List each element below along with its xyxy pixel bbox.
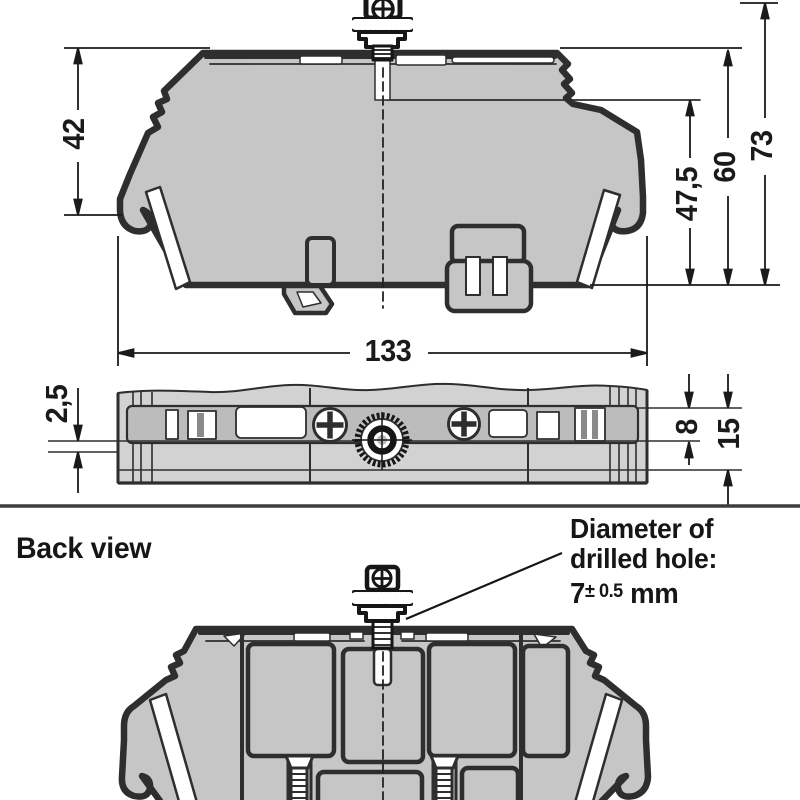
dim-label-2-5: 2,5 — [39, 384, 74, 424]
clamp-screw-icon — [429, 754, 460, 800]
hole-unit: mm — [622, 578, 679, 610]
phillips-screw-icon — [447, 407, 481, 441]
left-channel — [148, 692, 198, 800]
dim-label-8: 8 — [669, 419, 704, 435]
right-channel — [575, 188, 622, 290]
right-channel — [574, 692, 624, 800]
drilled-hole-annotation: Diameter of drilled hole: 7± 0.5 mm — [570, 513, 718, 610]
dim-label-73: 73 — [744, 130, 779, 162]
mounting-foot — [281, 283, 335, 316]
back-view-label: Back view — [16, 532, 152, 565]
dim-label-60: 60 — [707, 151, 742, 183]
dim-label-47-5: 47,5 — [669, 166, 704, 222]
annotation-line-2: drilled hole: — [570, 543, 718, 574]
front-view-dimensions — [64, 2, 780, 366]
plan-view-dimensions — [73, 374, 733, 506]
leader-line — [405, 551, 563, 621]
thumbscrew-icon — [350, 564, 415, 650]
back-panels — [245, 641, 571, 800]
front-view-drawing — [116, 0, 701, 316]
hole-tolerance: ± 0.5 — [585, 581, 623, 602]
phillips-screw-icon — [312, 407, 348, 443]
plan-view-drawing — [48, 382, 742, 485]
annotation-line-1: Diameter of — [570, 513, 714, 544]
back-view-drawing — [118, 564, 652, 800]
cap-vent-slots — [299, 54, 555, 66]
knurled-wheel-icon — [352, 412, 412, 470]
clamp-screw-icon — [284, 754, 315, 800]
hole-value: 7 — [570, 578, 586, 610]
back-cap-slots — [223, 631, 557, 649]
dim-label-133: 133 — [364, 333, 412, 368]
annotation-value-line: 7± 0.5 mm — [570, 577, 717, 609]
dim-label-42: 42 — [56, 118, 91, 150]
dim-label-15: 15 — [711, 418, 746, 450]
left-channel — [144, 185, 192, 291]
thumbscrew-icon — [350, 0, 415, 62]
front-inner-slot — [305, 236, 336, 287]
din-rail-latch-icon — [444, 223, 534, 314]
